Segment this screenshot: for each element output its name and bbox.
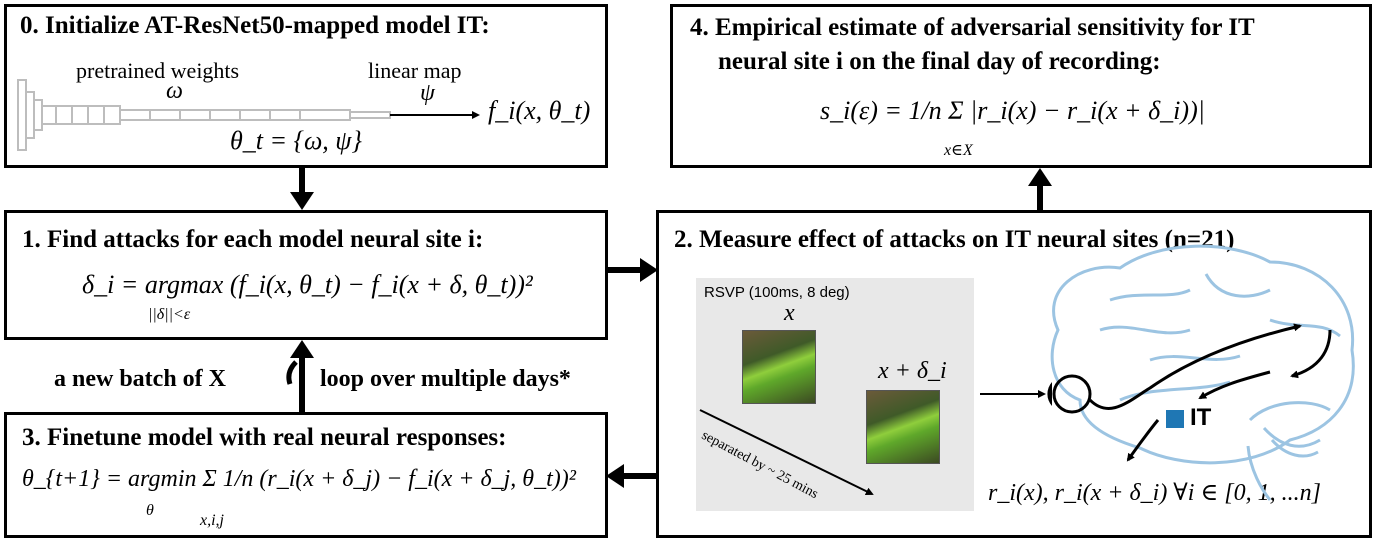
box0-title: 0. Initialize AT-ResNet50-mapped model I… <box>20 12 490 39</box>
flow-arrows <box>290 168 1052 488</box>
clean-image-label: x <box>784 300 795 326</box>
box1-title: 1. Find attacks for each model neural si… <box>22 226 484 253</box>
box2-title: 2. Measure effect of attacks on IT neura… <box>674 226 1235 253</box>
rsvp-label: RSVP (100ms, 8 deg) <box>704 284 850 301</box>
adversarial-snake-image <box>866 390 940 464</box>
finetune-equation: θ_{t+1} = argmin Σ 1/n (r_i(x + δ_j) − f… <box>22 466 576 492</box>
box4-title-line2: neural site i on the final day of record… <box>718 48 1161 75</box>
theta-params-label: θ_t = {ω, ψ} <box>230 126 362 155</box>
sensitivity-equation: s_i(ε) = 1/n Σ |r_i(x) − r_i(x + δ_i))| <box>820 96 1205 125</box>
box3-title: 3. Finetune model with real neural respo… <box>22 424 507 451</box>
psi-symbol: ψ <box>420 80 435 106</box>
omega-symbol: ω <box>166 78 183 104</box>
new-batch-label: a new batch of X <box>54 366 226 392</box>
attack-constraint: ||δ||<ε <box>148 306 191 323</box>
box-finetune-model <box>4 412 608 538</box>
finetune-theta-subscript: θ <box>146 502 154 519</box>
model-output-label: f_i(x, θ_t) <box>488 96 591 125</box>
box-empirical-estimate <box>670 4 1372 168</box>
box4-title-line1: 4. Empirical estimate of adversarial sen… <box>690 14 1255 41</box>
loop-days-label: loop over multiple days* <box>320 366 571 392</box>
sensitivity-subscript: x∈X <box>944 142 973 159</box>
adversarial-image-label: x + δ_i <box>878 358 947 384</box>
pretrained-weights-label: pretrained weights <box>76 58 240 83</box>
it-marker <box>1166 410 1184 428</box>
clean-snake-image <box>742 330 816 404</box>
box-initialize-model <box>4 4 608 168</box>
eye <box>1052 374 1092 414</box>
it-label: IT <box>1190 404 1212 431</box>
box-find-attacks <box>4 210 608 340</box>
finetune-sum-subscript: x,i,j <box>200 512 224 529</box>
brain-outline <box>1050 244 1355 501</box>
network-sketch <box>17 79 391 151</box>
linear-map-label: linear map <box>368 58 462 83</box>
attack-equation: δ_i = argmax (f_i(x, θ_t) − f_i(x + δ, θ… <box>82 270 533 299</box>
